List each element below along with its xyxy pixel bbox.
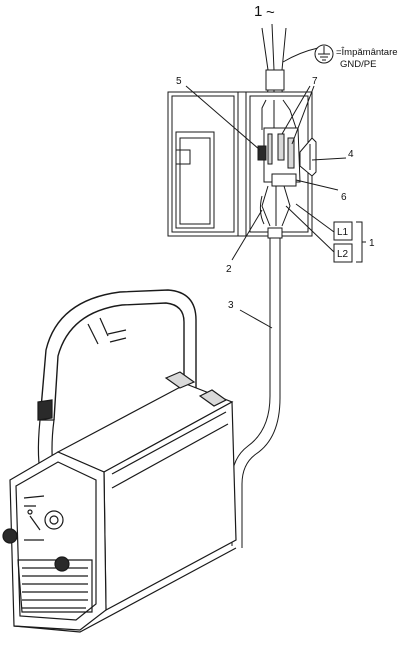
earth-connection (282, 44, 334, 64)
callout-4: 4 (348, 149, 354, 160)
callout-3: 3 (228, 300, 234, 311)
callout-5: 5 (176, 76, 182, 87)
supply-symbol: ~ (266, 4, 275, 21)
control-knob-icon (44, 510, 64, 530)
callout-2: 2 (226, 264, 232, 275)
supply-number: 1 (254, 3, 262, 20)
callout-1: 1 (369, 238, 375, 249)
welding-machine (2, 289, 237, 633)
component-4 (299, 137, 317, 177)
output-socket-right-icon (54, 556, 70, 572)
terminal-6 (271, 173, 297, 187)
earth-label-en: GND/PE (340, 59, 376, 70)
callout-leaders (185, 85, 347, 329)
phase-l1-label: L1 (337, 227, 349, 238)
output-socket-left-icon (2, 528, 18, 544)
phase-l2-label: L2 (337, 249, 349, 260)
phase-boxes (333, 221, 366, 263)
terminal-5 (257, 145, 267, 161)
supply-cable (261, 23, 287, 101)
callout-6: 6 (341, 192, 347, 203)
callout-7: 7 (312, 76, 318, 87)
outgoing-cable (231, 227, 283, 548)
earth-label-ro: =Împământare (336, 47, 398, 58)
